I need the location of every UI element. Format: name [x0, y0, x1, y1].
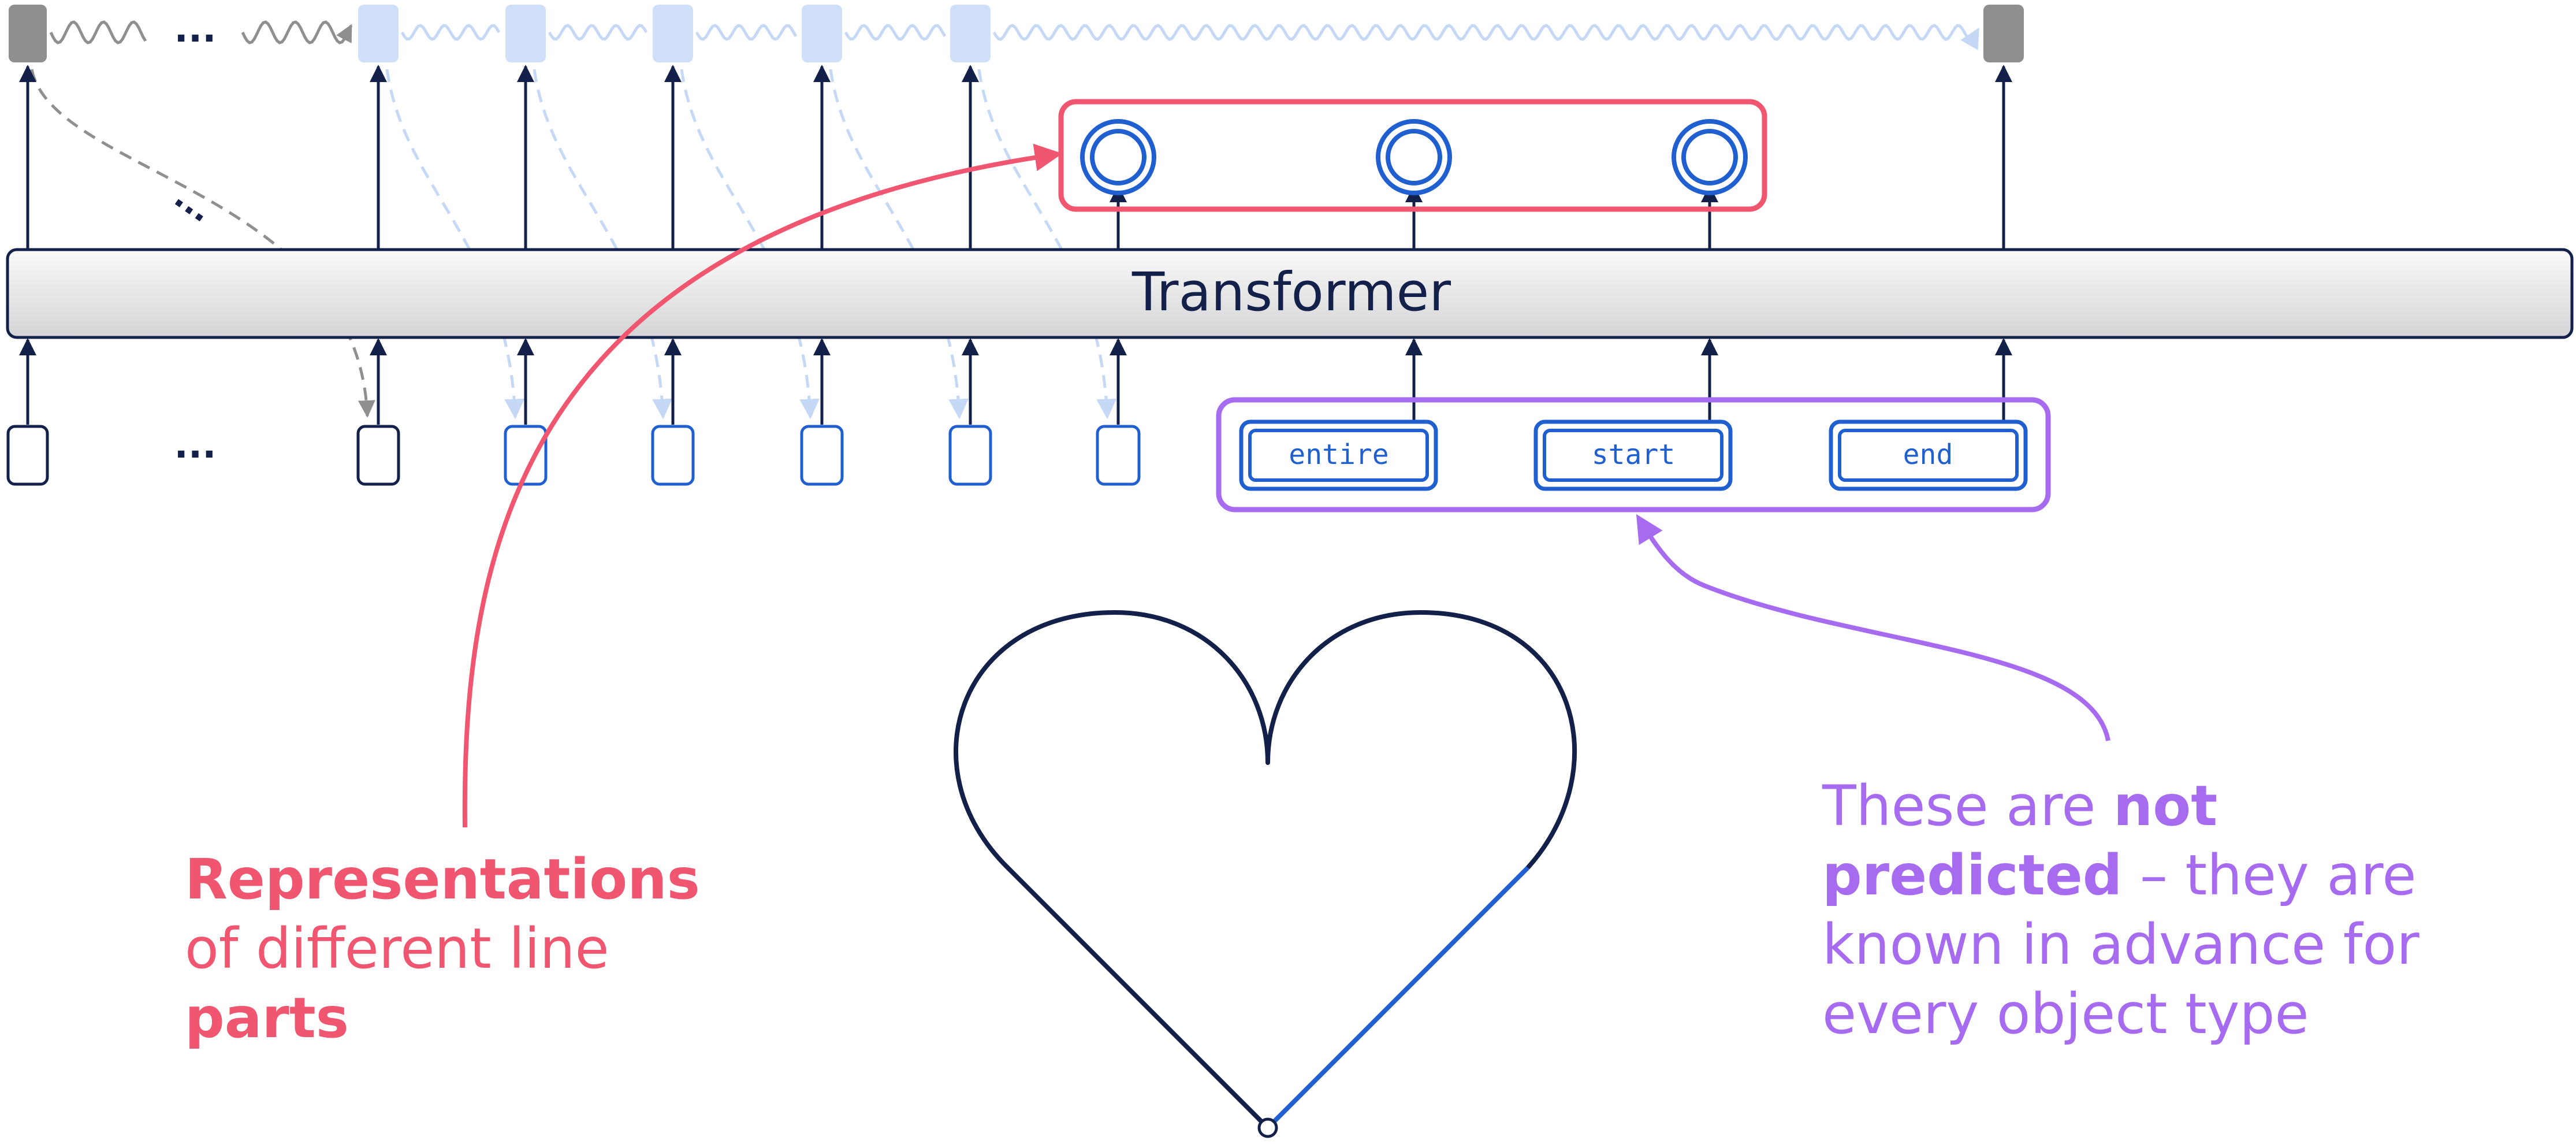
token-entire: entire: [1239, 419, 1438, 491]
output-token-light: [505, 5, 546, 62]
input-token-blue: [504, 425, 548, 486]
output-token-light: [802, 5, 842, 62]
representation-start: [1376, 119, 1452, 195]
feedback-arrows: ...: [30, 69, 1117, 419]
feedback-arrow: [829, 69, 969, 419]
wavy-connector: [49, 20, 147, 44]
transformer-label: Transformer: [1131, 261, 1451, 323]
representations-bold: Representations: [185, 847, 700, 912]
token-end-label: end: [1903, 439, 1953, 471]
wavy-connector: [844, 24, 947, 41]
heart-highlight-segment: [1266, 866, 1529, 1130]
representation-end: [1672, 119, 1748, 195]
input-token-blue: [1096, 425, 1141, 486]
parts-bold: parts: [185, 986, 349, 1050]
wavy-connector: [548, 24, 648, 41]
ellipsis-top: ...: [174, 8, 217, 51]
token-start: start: [1533, 419, 1733, 491]
heart-shape: [954, 610, 1577, 1138]
feedback-arrow: [30, 69, 375, 418]
input-token: [356, 425, 400, 486]
ellipsis-middle: ...: [167, 178, 219, 230]
transformer-block: Transformer: [6, 248, 2574, 339]
heart-start-point: [1257, 1117, 1278, 1138]
token-start-label: start: [1592, 439, 1676, 471]
representations-annotation: Representations of different line parts: [185, 845, 762, 1053]
representations-text: of different line: [185, 916, 609, 981]
wavy-connector: [992, 24, 1980, 50]
token-end: end: [1829, 419, 2028, 491]
feedback-arrow: [680, 69, 820, 419]
output-token-light: [653, 5, 693, 62]
wavy-connector: [695, 24, 798, 41]
not-predicted-pointer-arrow: [1636, 514, 2110, 741]
input-arrows: [19, 338, 2012, 425]
representations-group: [1058, 99, 1767, 212]
input-token-blue: [948, 425, 992, 486]
input-token: [6, 425, 49, 486]
not-predicted-text-1: These are: [1822, 774, 2113, 838]
output-token-gray: [9, 5, 47, 62]
feedback-arrow: [385, 69, 525, 419]
input-sequence: ...: [6, 424, 1141, 486]
wavy-connector: [241, 20, 353, 44]
representation-entire: [1080, 119, 1156, 195]
not-predicted-text-2: – they are known in advance for every ob…: [1822, 843, 2419, 1046]
feedback-arrow: [977, 69, 1117, 419]
output-token-light: [950, 5, 991, 62]
ellipsis-bottom: ...: [174, 424, 217, 467]
wavy-connector: [400, 24, 501, 41]
output-sequence: ...: [9, 5, 2024, 62]
heart-outline: [954, 610, 1577, 1130]
not-predicted-annotation: These are not predicted – they are known…: [1822, 771, 2504, 1049]
feedback-arrow: [533, 69, 673, 419]
input-token-blue: [651, 425, 695, 486]
input-token-blue: [800, 425, 844, 486]
representations-pointer-arrow: [462, 143, 1063, 828]
special-tokens-box: [1216, 397, 2051, 512]
not-predicted-bold: not predicted: [1822, 774, 2218, 908]
special-tokens-group: entire start end: [1216, 397, 2051, 512]
token-entire-label: entire: [1289, 439, 1388, 471]
output-token-light: [358, 5, 399, 62]
output-arrows: [19, 65, 2012, 248]
output-token-gray: [1983, 5, 2024, 62]
